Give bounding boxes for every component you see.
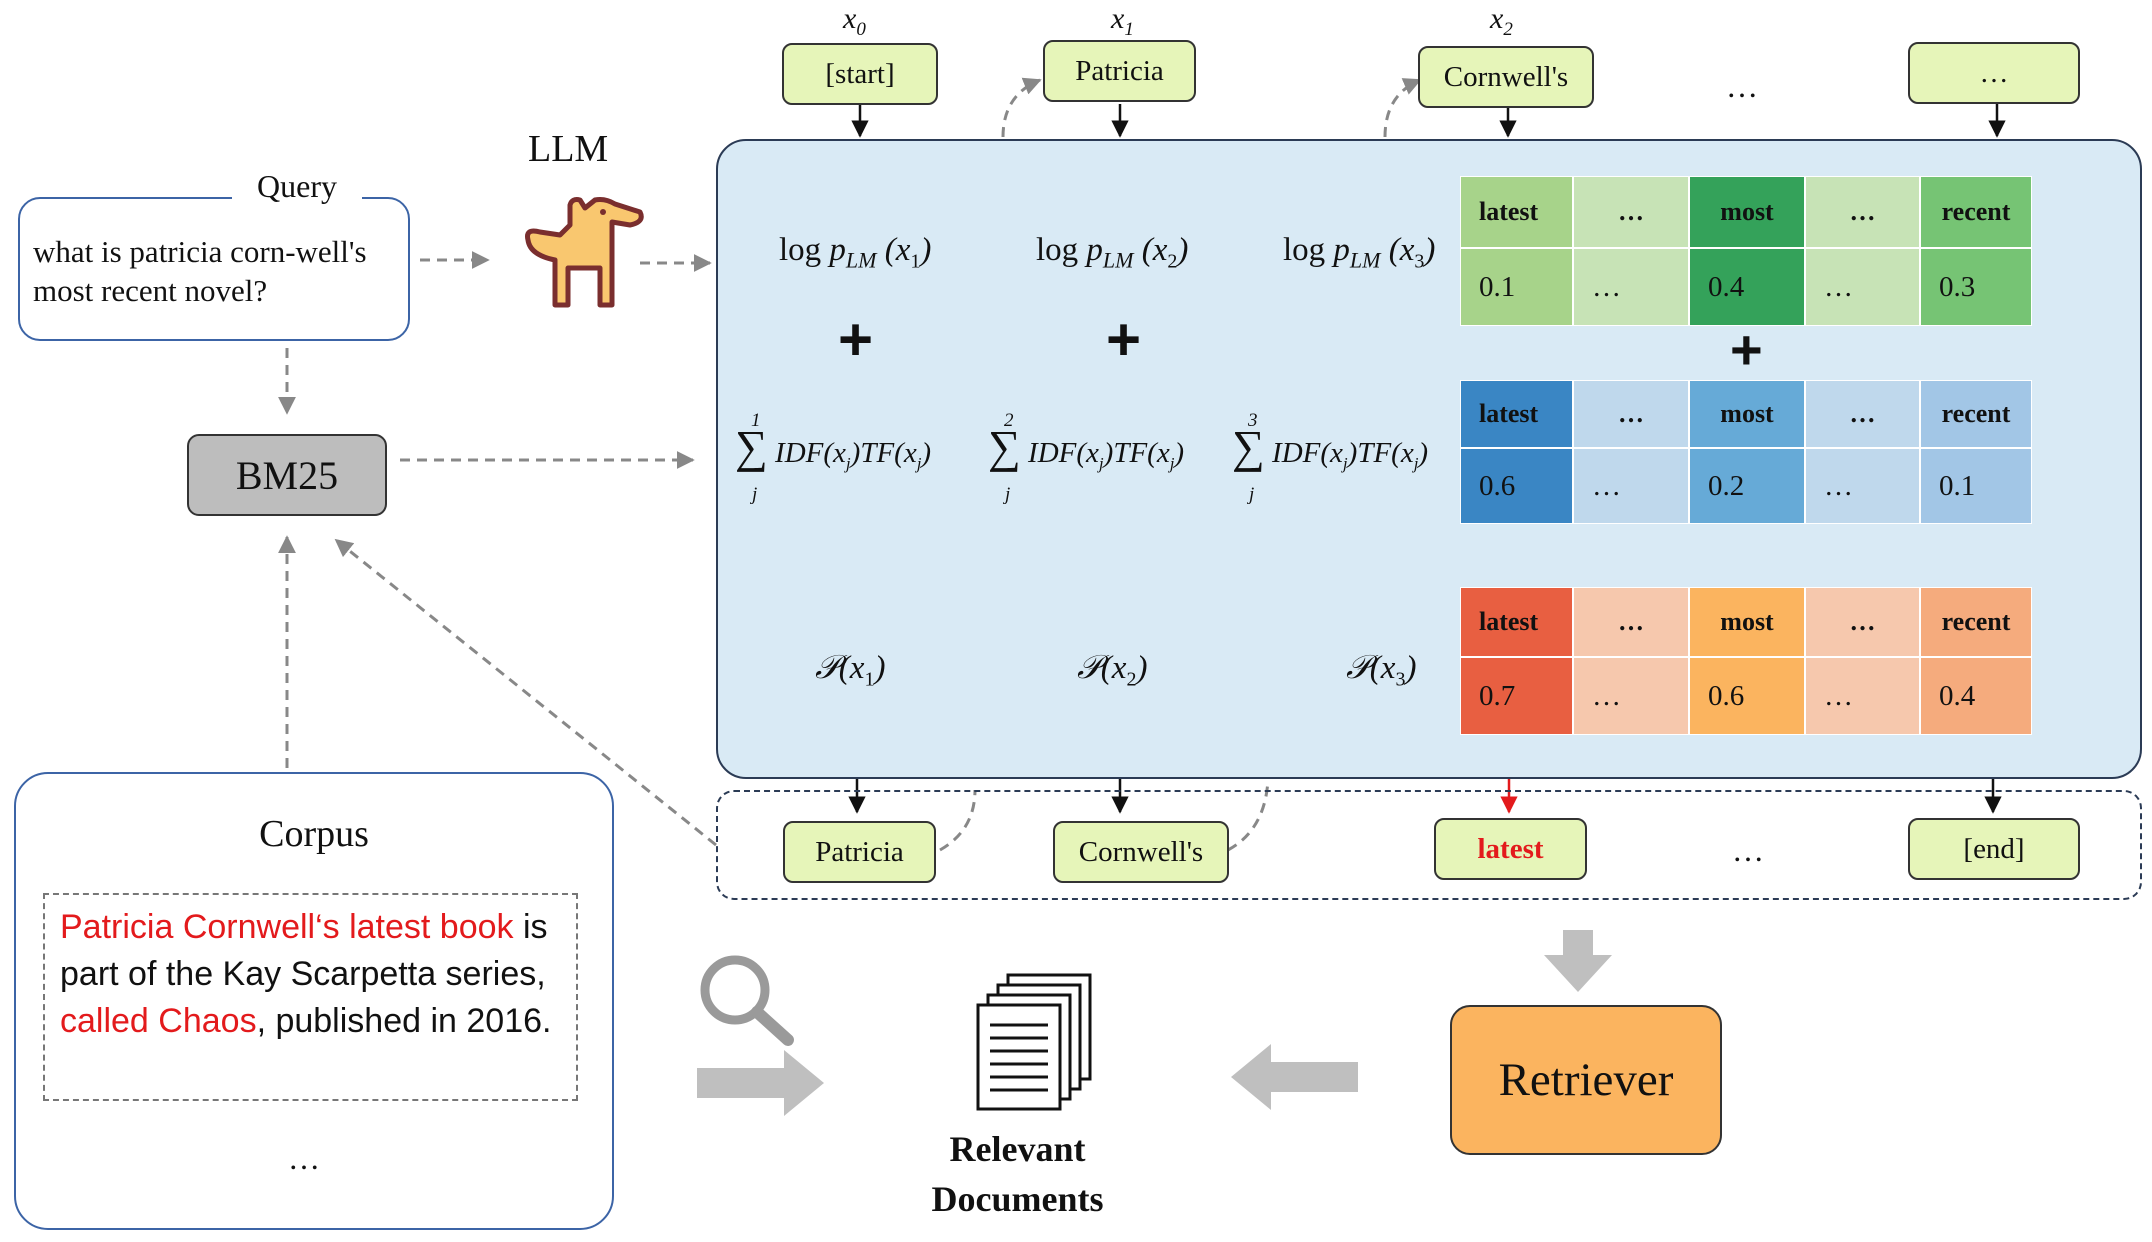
bm25-term-3: 3 ∑ j IDF(xj)TF(xj) (1232, 410, 1429, 505)
gray-right-arrow (697, 1050, 824, 1116)
corpus-text-1: is part of the Kay Scarpetta series, (60, 908, 548, 993)
token-patricia: Patricia (1043, 40, 1196, 102)
query-box (18, 197, 410, 341)
output-curve-2 (1227, 779, 1270, 852)
lm-table-header-cell: most (1689, 176, 1805, 248)
bm25-box: BM25 (187, 434, 387, 516)
feedback-arrow-x1 (1001, 77, 1042, 138)
bm25-table-header-cell: … (1573, 380, 1689, 448)
lm-table-header-cell: … (1805, 176, 1920, 248)
token-cornwells: Cornwell's (1418, 46, 1594, 108)
output-token-patricia: Patricia (783, 821, 936, 883)
output-token-latest: latest (1434, 818, 1587, 880)
combined-table-header-cell: latest (1460, 587, 1573, 657)
retriever-label: Retriever (1498, 1054, 1674, 1106)
token-next: … (1908, 42, 2080, 104)
lm-table-value-cell: … (1573, 248, 1689, 326)
bm25-table-value-cell: 0.2 (1689, 448, 1805, 524)
bm25-table-header-cell: most (1689, 380, 1805, 448)
documents-icon (976, 973, 1092, 1111)
bm25-table-header-cell: latest (1460, 380, 1573, 448)
combined-table-header-cell: recent (1920, 587, 2032, 657)
query-title: Query (232, 168, 362, 205)
x1-label: x1 (1111, 2, 1134, 40)
feedback-arrow-x2 (1383, 78, 1422, 138)
lm-table-value-cell: 0.1 (1460, 248, 1573, 326)
lm-table-header-cell: latest (1460, 176, 1573, 248)
output-sequence (716, 790, 2142, 900)
combined-table-header-cell: most (1689, 587, 1805, 657)
corpus-ellipsis: … (288, 1140, 320, 1176)
corpus-text-2: , published in 2016. (256, 1002, 552, 1040)
token-start: [start] (782, 43, 938, 105)
bm25-table-value-cell: 0.1 (1920, 448, 2032, 524)
x0-label: x0 (843, 2, 866, 40)
output-token-end: [end] (1908, 818, 2080, 880)
gray-down-arrow-retriever (1544, 930, 1612, 992)
plus-sign-3: + (1730, 318, 1763, 381)
corpus-title: Corpus (259, 813, 369, 855)
llm-label: LLM (528, 128, 609, 170)
lm-term-1: log pLM (x1) (779, 232, 932, 273)
combined-table-header-cell: … (1805, 587, 1920, 657)
top-ellipsis: … (1726, 68, 1758, 104)
corpus-highlight-1: Patricia Cornwell‘s latest book (60, 908, 514, 946)
lm-table-header-cell: recent (1920, 176, 2032, 248)
lm-table-value-cell: 0.4 (1689, 248, 1805, 326)
plus-sign-1: + (838, 306, 874, 373)
bm25-table-header-cell: … (1805, 380, 1920, 448)
corpus-document (43, 893, 578, 1101)
p-term-1: 𝒫(x1) (815, 650, 886, 691)
combined-table-value-cell: … (1573, 657, 1689, 735)
lm-table-header-cell: … (1573, 176, 1689, 248)
output-ellipsis: … (1732, 832, 1764, 868)
p-term-3: 𝒫(x3) (1346, 650, 1417, 691)
corpus-box (14, 772, 614, 1230)
p-term-2: 𝒫(x2) (1077, 650, 1148, 691)
lm-term-3: log pLM (x3) (1283, 232, 1436, 273)
plus-sign-2: + (1106, 306, 1142, 373)
corpus-document-text: Patricia Cornwell‘s latest book is part … (60, 904, 575, 1045)
bm25-table-value-cell: 0.6 (1460, 448, 1573, 524)
arrow-output-bm25 (334, 538, 717, 847)
combined-table-value-cell: 0.4 (1920, 657, 2032, 735)
lm-table-value-cell: 0.3 (1920, 248, 2032, 326)
lm-term-2: log pLM (x2) (1036, 232, 1189, 273)
bm25-label: BM25 (235, 452, 339, 498)
bm25-table-header-cell: recent (1920, 380, 2032, 448)
output-token-cornwells: Cornwell's (1053, 821, 1229, 883)
output-curve-1 (939, 789, 977, 852)
bm25-term-2: 2 ∑ j IDF(xj)TF(xj) (988, 410, 1185, 505)
relevant-documents-label: Relevant Documents (931, 1129, 1104, 1219)
bm25-table-value-cell: … (1573, 448, 1689, 524)
query-text: what is patricia corn-well's most recent… (33, 234, 367, 308)
bm25-term-1: 1 ∑ j IDF(xj)TF(xj) (735, 410, 932, 505)
combined-table-header-cell: … (1573, 587, 1689, 657)
combined-table-value-cell: 0.7 (1460, 657, 1573, 735)
x2-label: x2 (1490, 2, 1513, 40)
combined-table-value-cell: 0.6 (1689, 657, 1805, 735)
gray-left-arrow (1231, 1044, 1358, 1110)
bm25-table-value-cell: … (1805, 448, 1920, 524)
magnifier-icon (700, 955, 794, 1046)
lm-table-value-cell: … (1805, 248, 1920, 326)
corpus-highlight-2: called Chaos (60, 1002, 257, 1040)
llama-icon (525, 197, 644, 308)
combined-table-value-cell: … (1805, 657, 1920, 735)
retriever-box: Retriever (1450, 1005, 1722, 1155)
